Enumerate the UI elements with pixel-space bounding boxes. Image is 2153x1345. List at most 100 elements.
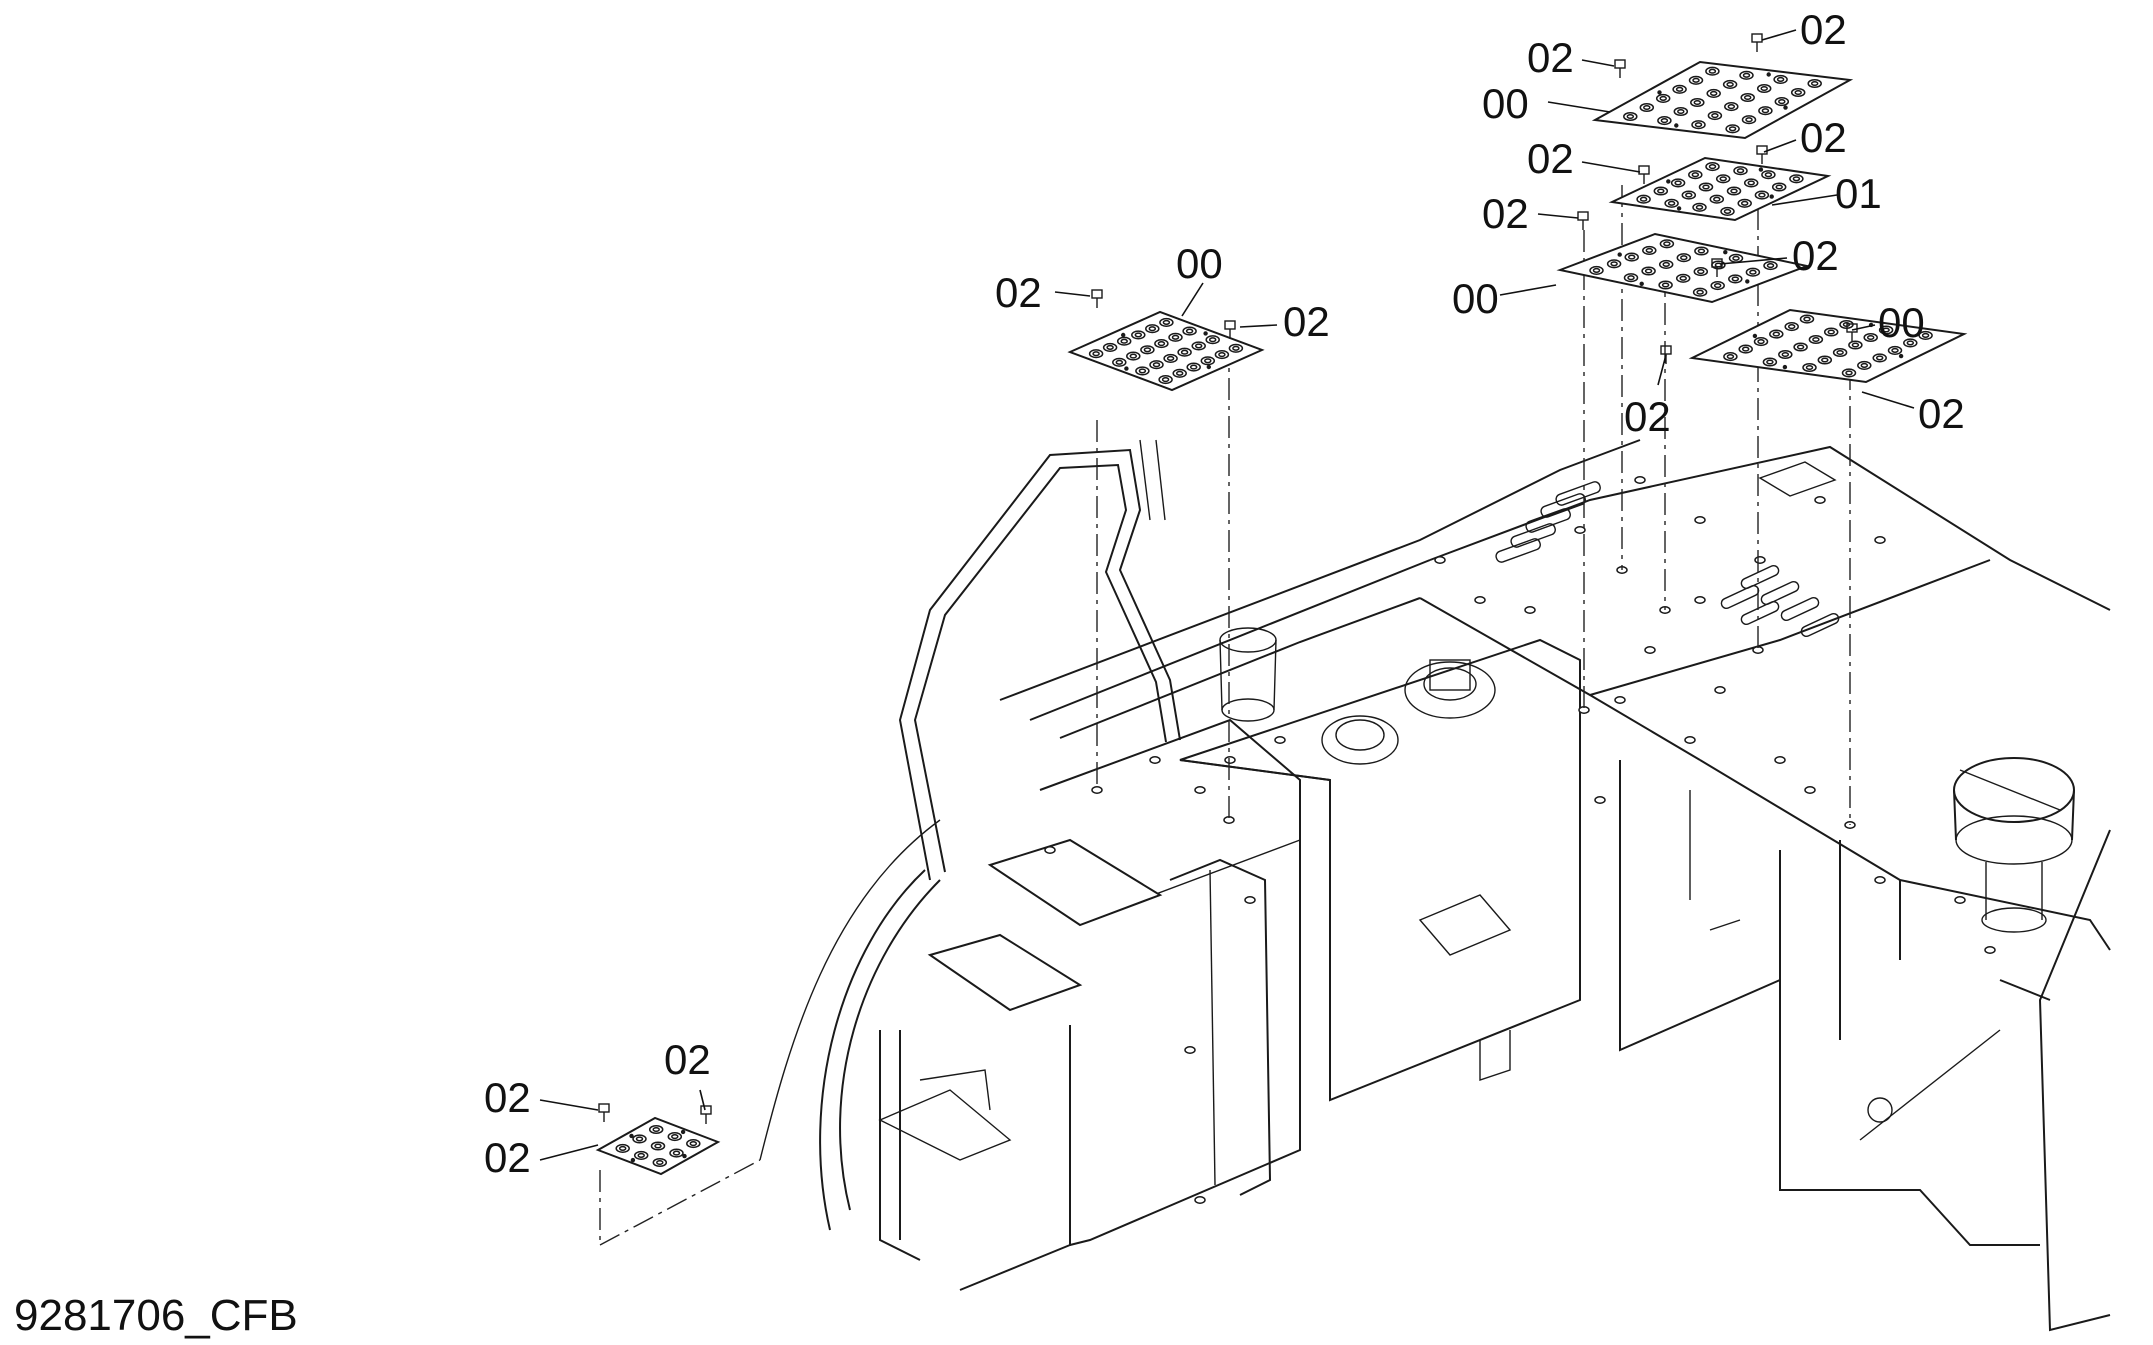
plate-hole-inner [1218,352,1226,358]
plate-hole-inner [1728,126,1737,132]
plate-hole-inner [1726,81,1734,87]
step-plate-03 [595,1116,721,1176]
plate-outline [1067,310,1265,392]
plate-hole-inner [1685,192,1693,198]
plate-hole-inner [1794,89,1802,96]
callout-label: 00 [1452,275,1499,322]
plate-hole-inner [1761,108,1770,114]
mount-hole [1274,736,1286,744]
plate-mount-dot [1657,90,1662,95]
plate-hole-inner [1675,86,1684,92]
plate-mount-dot [1758,167,1764,172]
plate-hole-inner [1726,354,1735,360]
plate-mount-dot [1745,279,1750,284]
plate-hole-inner [1787,324,1796,330]
bolt-icon [1756,145,1768,155]
plate-mount-dot [682,1153,687,1159]
plate-hole-inner [1663,241,1671,247]
plate-hole-inner [1713,283,1722,289]
plate-hole-inner [1851,342,1860,348]
plate-mount-dot [1723,250,1728,255]
plate-hole-inner [1674,180,1682,186]
callout-label: 02 [1527,135,1574,182]
mount-hole [1814,496,1826,504]
plate-hole-inner [1106,344,1114,350]
callout-label: 02 [1527,34,1574,81]
plate-hole-inner [1592,267,1601,273]
plate-hole-inner [1697,269,1705,275]
plate-hole-inner [1161,377,1170,383]
plate-hole-inner [1740,200,1749,206]
plate-mount-dot [630,1157,636,1163]
plate-hole-inner [1639,196,1648,202]
plate-mount-dot [1782,364,1788,370]
plate-mount-dot [1666,179,1671,184]
plate-hole-inner [1743,94,1752,101]
mount-hole [1224,756,1236,764]
plate-hole-inner [1805,364,1814,371]
callout-label: 02 [484,1074,531,1121]
plate-hole-inner [1180,349,1189,355]
plate-hole-inner [1803,316,1811,322]
plate-mount-dot [1752,333,1758,339]
plate-mount-dot [680,1129,686,1135]
mount-hole [1194,786,1206,794]
bolt-icon [1091,289,1103,299]
bolt-icon [1577,211,1589,221]
plate-hole-inner [1660,118,1669,124]
plate-hole-inner [1713,196,1721,202]
mount-hole [1091,786,1103,794]
plate-hole-inner [1749,269,1757,275]
bolt-icon [598,1103,610,1113]
plate-mount-dot [1766,72,1771,77]
plate-hole-inner [1760,85,1768,92]
plate-hole-inner [1921,332,1930,338]
plate-hole-inner [1679,275,1687,281]
plate-hole-inner [1781,351,1790,358]
plate-hole-inner [1719,176,1727,182]
plate-hole-inner [1166,355,1175,361]
callout-label: 02 [1800,114,1847,161]
plate-hole-inner [1171,334,1180,340]
plate-hole-inner [1697,248,1706,254]
mount-hole [1594,796,1606,804]
plate-mount-dot [1639,281,1644,286]
plate-hole-inner [1232,345,1240,351]
plate-hole-inner [1766,263,1775,269]
plate-hole-inner [1194,343,1203,349]
bolt-icon [1224,320,1236,330]
mount-hole [1044,846,1056,854]
mount-hole [1574,526,1586,534]
plate-hole-inner [1906,340,1915,346]
bolt-icon [1638,165,1650,175]
plate-mount-dot [1898,353,1904,359]
plate-hole-inner [1827,329,1835,335]
bolt-icon [700,1105,712,1115]
plate-hole-inner [656,1159,664,1166]
plate-hole-inner [1758,192,1766,198]
plate-hole-inner [1208,337,1217,343]
plate-hole-inner [1695,204,1704,210]
plate-hole-inner [1711,113,1719,119]
plate-hole-inner [1778,99,1786,105]
mount-hole [1694,516,1706,524]
plate-hole-inner [1731,276,1740,282]
plate-mount-dot [1121,332,1126,338]
mount-hole [1644,646,1656,654]
plate-hole-inner [1776,76,1785,82]
plate-mount-dot [1783,105,1788,110]
plate-hole-inner [1157,341,1166,347]
mount-hole [1774,756,1786,764]
bolt-icon [1660,345,1672,355]
plate-hole-inner [1162,319,1171,325]
plate-hole-inner [1742,72,1751,78]
plate-hole-inner [1657,188,1665,194]
mount-hole [1984,946,1996,954]
plate-outline [1608,156,1832,222]
plate-hole-inner [1757,339,1765,345]
plate-hole-inner [1692,77,1700,83]
step-plate-00-left [1067,310,1265,392]
callout-label: 02 [1283,298,1330,345]
plate-mount-dot [1124,366,1129,371]
